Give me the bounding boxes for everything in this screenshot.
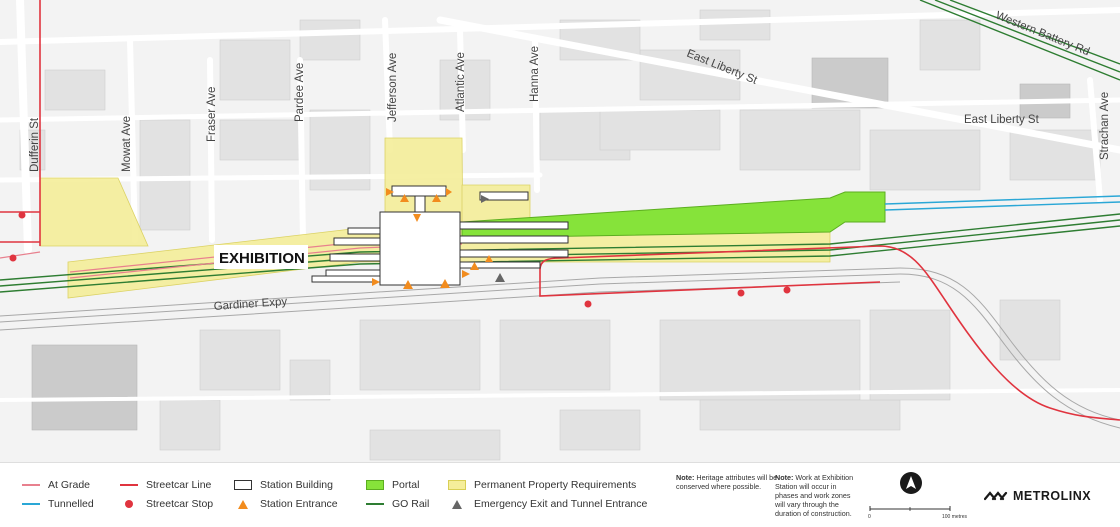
street-label-jefferson: Jefferson Ave <box>387 53 399 122</box>
note-phases-label: Note: <box>775 473 794 482</box>
emergency-exit-icon <box>452 499 462 509</box>
legend-property: Permanent Property Requirements <box>448 479 636 491</box>
at-grade-swatch <box>22 484 40 486</box>
legend-streetcar-line: Streetcar Line <box>120 479 211 491</box>
legend-station-building: Station Building <box>234 479 333 491</box>
note-phases-text: Work at Exhibition Station will occur in… <box>775 473 854 518</box>
streetcar-stop-swatch <box>125 500 133 508</box>
north-arrow-icon <box>900 472 922 494</box>
note-heritage-text: Heritage attributes will be conserved wh… <box>676 473 778 491</box>
station-label: EXHIBITION <box>219 250 305 267</box>
legend-at-grade-label: At Grade <box>48 479 91 491</box>
street-label-dufferin: Dufferin St <box>29 117 41 172</box>
station-entrance-markers <box>372 188 493 289</box>
legend-tunnelled-label: Tunnelled <box>48 498 94 510</box>
street-label-fraser: Fraser Ave <box>206 87 218 142</box>
metrolinx-mark-icon <box>984 491 1008 501</box>
station-entrance-icon <box>238 499 248 509</box>
street-label-east-liberty-2: East Liberty St <box>964 114 1040 126</box>
emergency-exit-markers <box>481 195 505 282</box>
go-rail-lines <box>0 0 1120 293</box>
scale-bar: 0 100 metres <box>868 506 968 520</box>
map-legend: At Grade Tunnelled Streetcar Line Street… <box>0 462 1120 527</box>
legend-property-label: Permanent Property Requirements <box>474 479 637 491</box>
legend-portal: Portal <box>366 479 419 491</box>
legend-streetcar-stop: Streetcar Stop <box>120 498 213 510</box>
legend-portal-label: Portal <box>392 479 420 491</box>
scale-end-label: 100 metres <box>942 514 968 520</box>
legend-tunnelled: Tunnelled <box>22 498 94 510</box>
legend-emergency: Emergency Exit and Tunnel Entrance <box>448 498 647 510</box>
street-label-pardee: Pardee Ave <box>294 63 306 122</box>
note-heritage-label: Note: <box>676 473 695 482</box>
property-swatch <box>448 480 466 490</box>
streetcar-line-swatch <box>120 484 138 486</box>
street-label-hanna: Hanna Ave <box>529 46 541 102</box>
streetcar-lines <box>0 0 1120 421</box>
street-label-mowat: Mowat Ave <box>121 116 133 172</box>
tunnelled-lines <box>884 195 1120 211</box>
legend-note-phases: Note: Work at Exhibition Station will oc… <box>775 473 857 518</box>
legend-go-rail: GO Rail <box>366 498 429 510</box>
street-label-strachan: Strachan Ave <box>1099 92 1111 160</box>
portal-swatch <box>366 480 384 490</box>
legend-at-grade: At Grade <box>22 479 90 491</box>
legend-station-building-label: Station Building <box>260 479 333 491</box>
metrolinx-logo: METROLINX <box>984 489 1091 503</box>
station-building-swatch <box>234 480 252 490</box>
legend-streetcar-stop-label: Streetcar Stop <box>146 498 214 510</box>
streetcar-stops <box>9 211 791 308</box>
metrolinx-wordmark: METROLINX <box>1013 489 1092 503</box>
legend-emergency-label: Emergency Exit and Tunnel Entrance <box>474 498 648 510</box>
street-label-atlantic: Atlantic Ave <box>455 52 467 112</box>
legend-station-entrance-label: Station Entrance <box>260 498 338 510</box>
station-label-box <box>214 245 308 269</box>
legend-go-rail-label: GO Rail <box>392 498 430 510</box>
map-canvas: Dufferin St Mowat Ave Fraser Ave Pardee … <box>0 0 1120 462</box>
scale-start-label: 0 <box>868 514 871 520</box>
station-building <box>311 185 569 286</box>
street-label-gardiner: Gardiner Expy <box>213 296 287 313</box>
legend-station-entrance: Station Entrance <box>234 498 338 510</box>
building-footprints <box>19 9 1101 461</box>
go-rail-swatch <box>366 503 384 505</box>
tunnelled-swatch <box>22 503 40 505</box>
legend-streetcar-line-label: Streetcar Line <box>146 479 212 491</box>
legend-note-heritage: Note: Heritage attributes will be conser… <box>676 473 786 491</box>
